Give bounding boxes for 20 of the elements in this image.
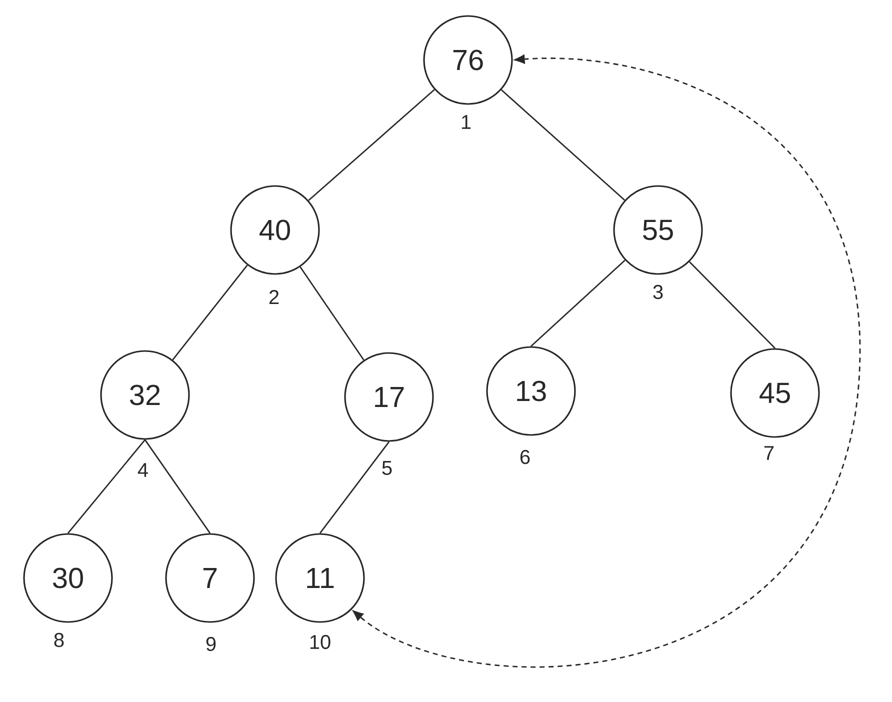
index-label: 2 <box>269 290 279 304</box>
tree-edge <box>300 266 364 360</box>
dashed-arrow <box>352 54 861 668</box>
tree-edge <box>67 439 146 534</box>
index-label: 7 <box>764 446 774 460</box>
tree-edge <box>530 260 626 347</box>
index-label: 10 <box>310 634 330 650</box>
index-label: 5 <box>382 461 392 475</box>
tree-edge <box>308 89 435 201</box>
tree-edge <box>689 261 776 349</box>
index-label: 3 <box>653 284 663 300</box>
tree-edge <box>319 441 390 534</box>
index-label: 1 <box>462 115 471 129</box>
index-label: 6 <box>520 450 530 464</box>
index-label: 4 <box>138 463 148 477</box>
tree-edge <box>500 89 626 201</box>
tree-edge <box>172 264 248 360</box>
tree-edge <box>144 439 211 534</box>
index-label: 8 <box>54 632 64 648</box>
index-label: 9 <box>206 636 216 652</box>
